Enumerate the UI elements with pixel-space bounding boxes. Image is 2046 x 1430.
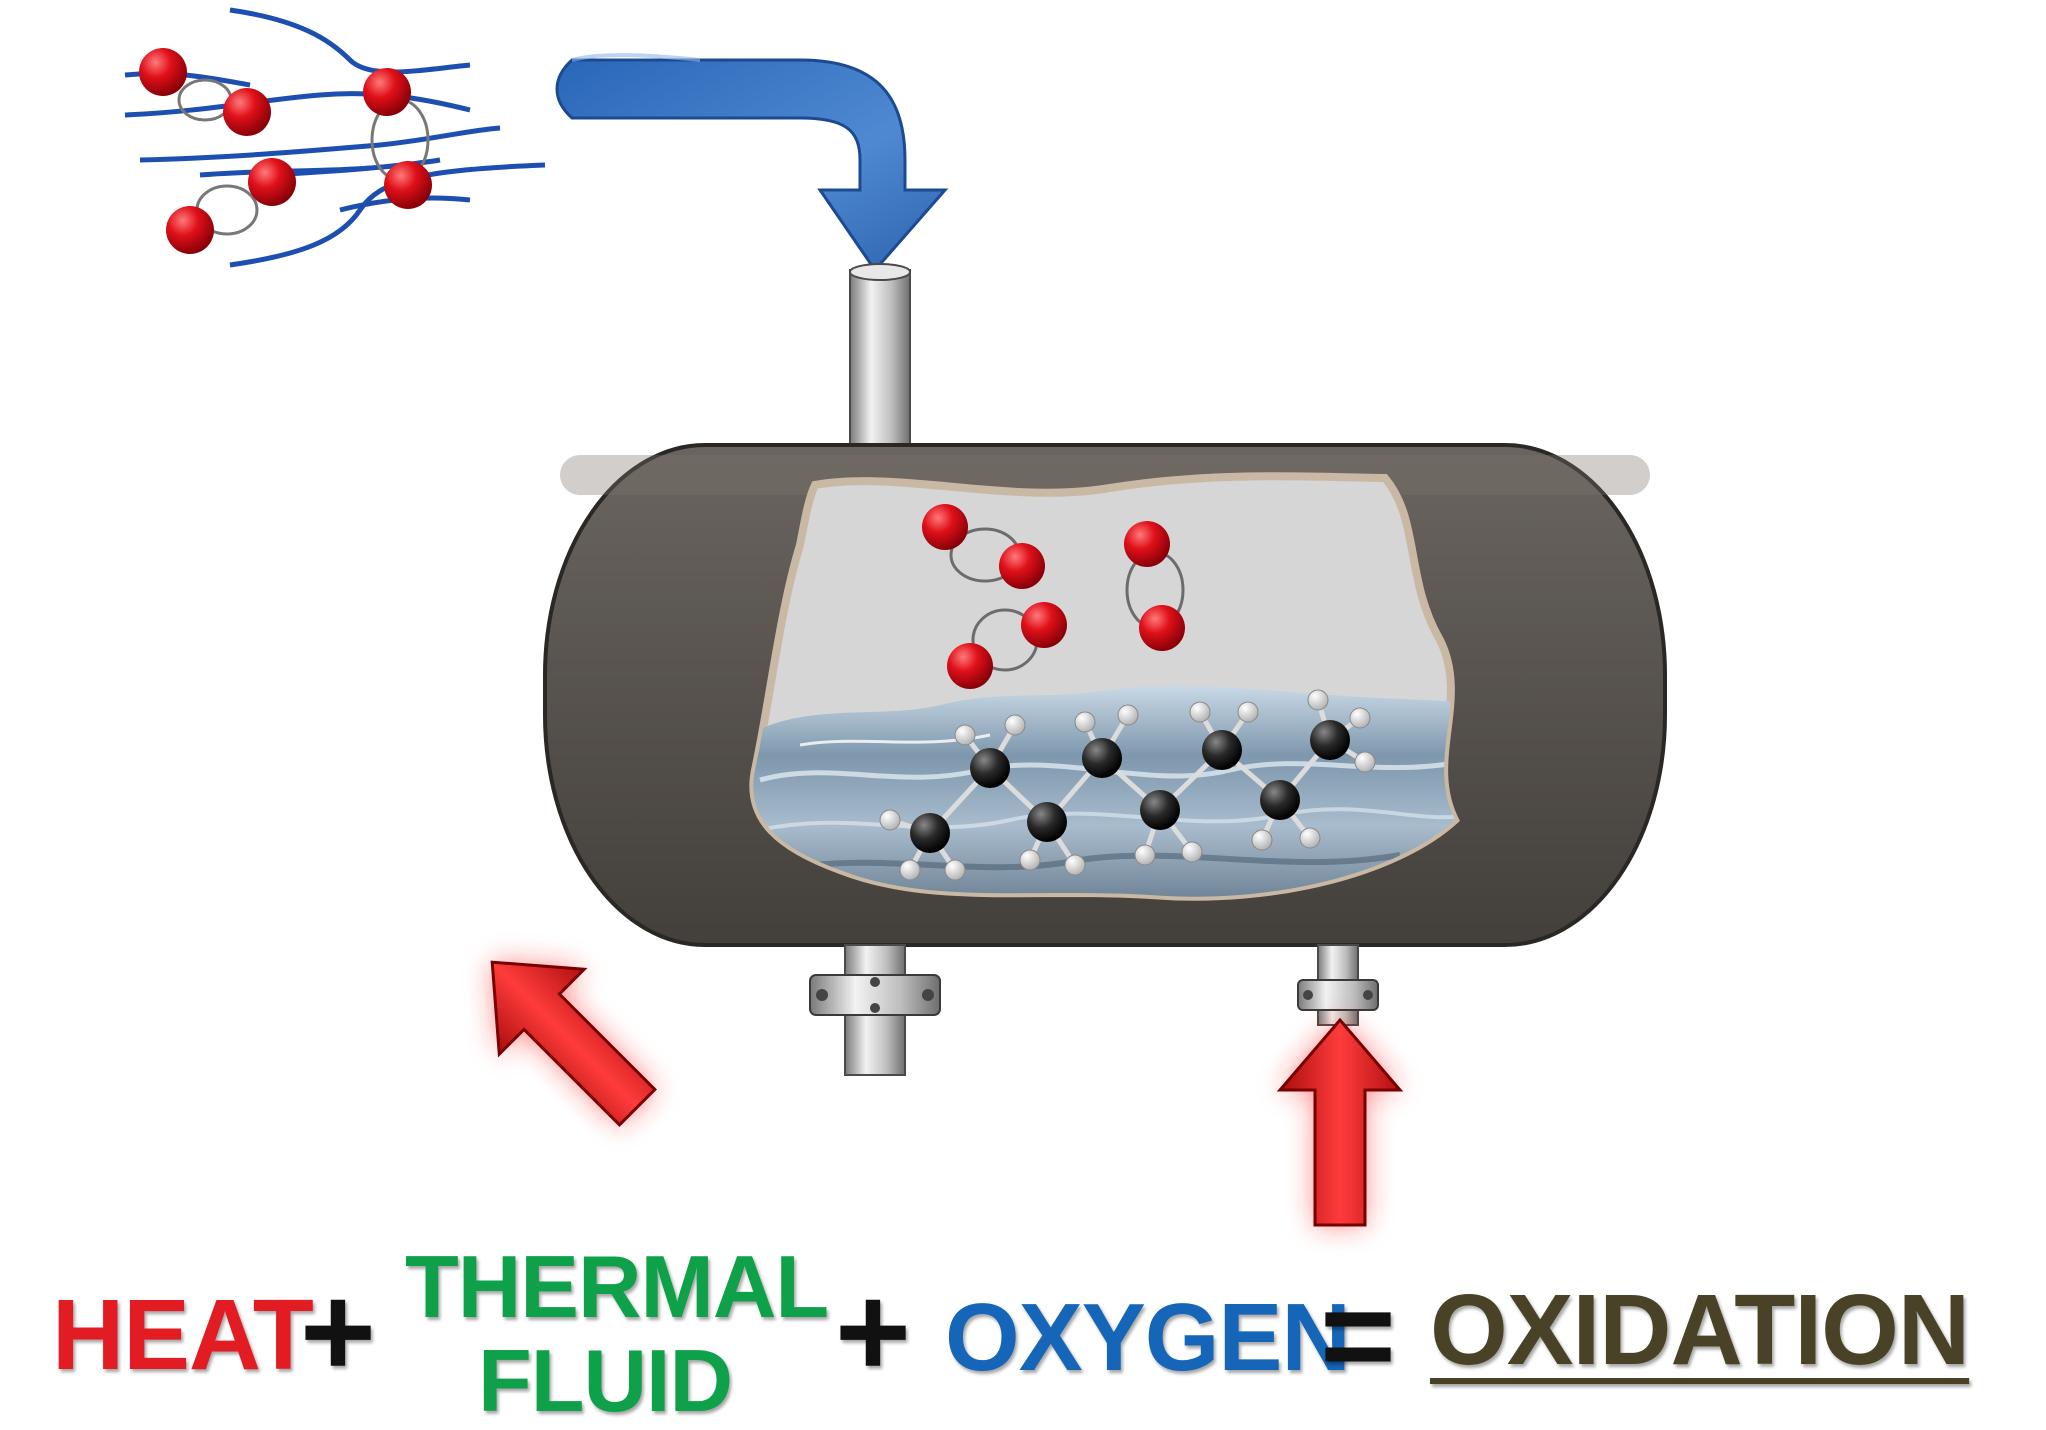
outlet-pipe-left bbox=[810, 945, 940, 1075]
equation-plus-operator: + bbox=[300, 1266, 375, 1396]
equation-heat: HEAT bbox=[52, 1285, 313, 1385]
air-flow-arrow-icon bbox=[125, 10, 945, 270]
equation-thermal-fluid: THERMAL FLUID bbox=[405, 1243, 805, 1425]
inlet-pipe bbox=[850, 264, 910, 445]
equation-plus-operator: + bbox=[835, 1266, 910, 1396]
equation-fluid: FLUID bbox=[405, 1337, 805, 1425]
tank-cutaway-window bbox=[740, 476, 1480, 920]
heat-arrow-icon bbox=[1280, 1020, 1400, 1225]
outlet-pipe-right bbox=[1298, 945, 1378, 1025]
equation-oxidation: OXIDATION bbox=[1430, 1280, 1969, 1380]
o2-molecule-icon bbox=[139, 48, 271, 136]
equation-oxygen: OXYGEN bbox=[945, 1290, 1350, 1386]
equation-equals-operator: = bbox=[1320, 1270, 1395, 1400]
equation-thermal: THERMAL bbox=[405, 1243, 805, 1331]
heat-arrow-icon bbox=[450, 920, 680, 1150]
